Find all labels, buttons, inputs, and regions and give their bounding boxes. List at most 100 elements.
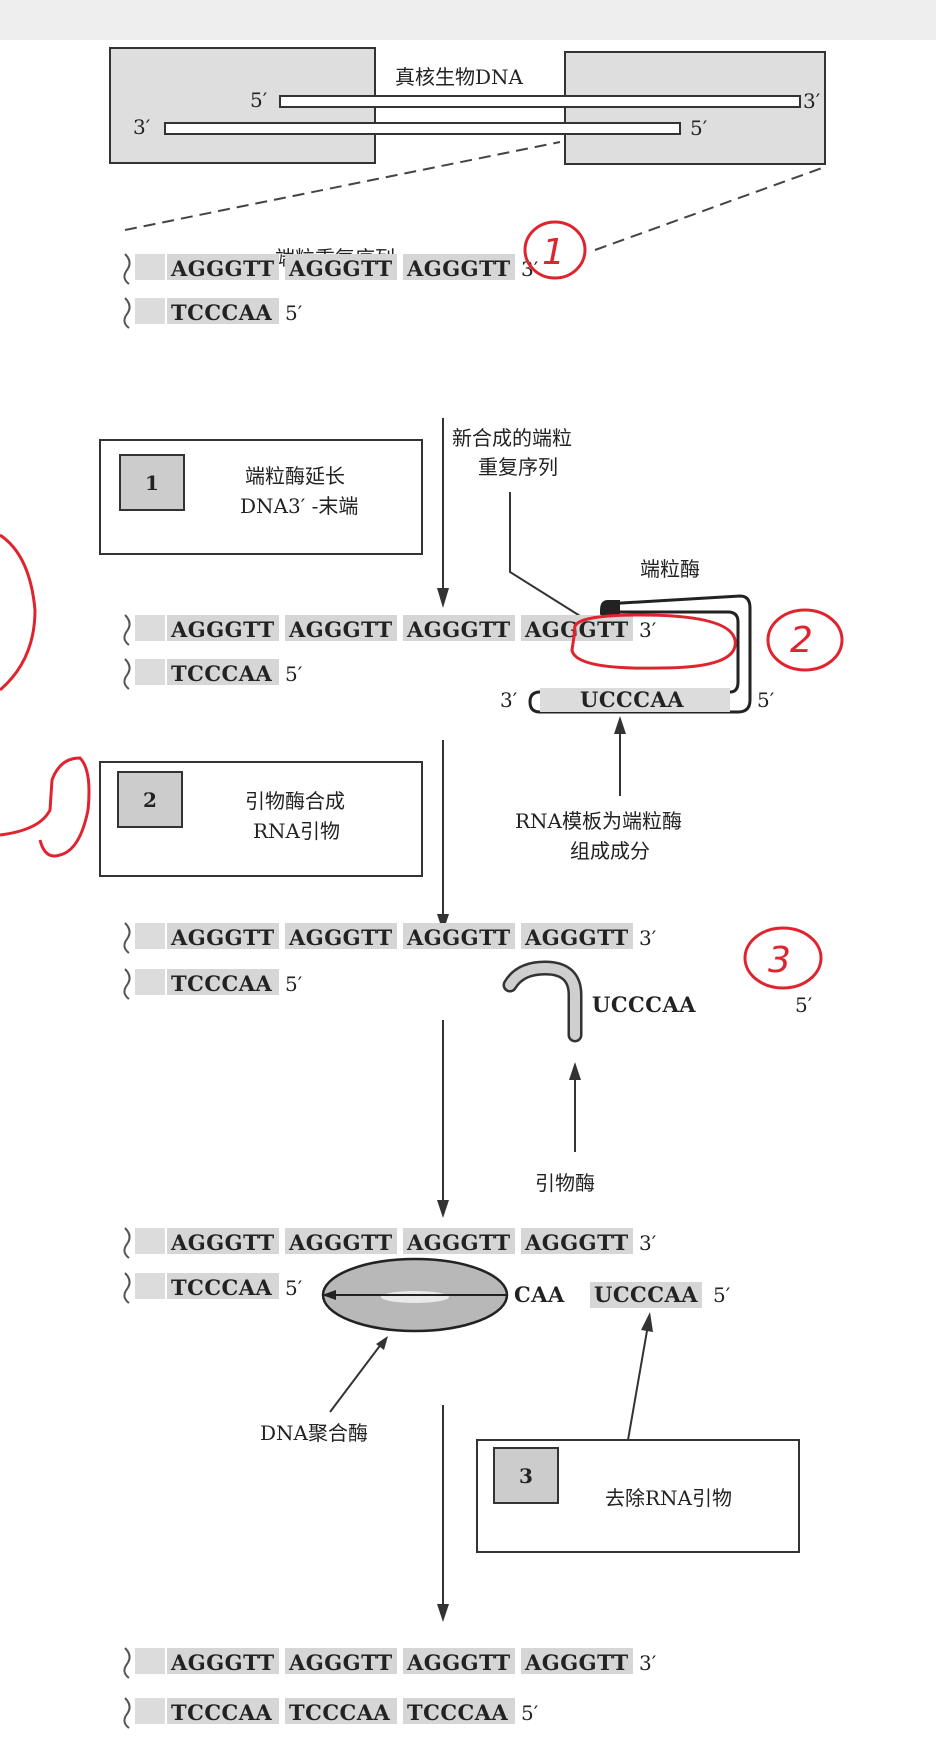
row2-top-unit: AGGGTT xyxy=(288,617,393,642)
row4-top-leader xyxy=(135,1228,165,1254)
row1-bot-unit-bg xyxy=(167,298,279,324)
row1-top-unit-bg xyxy=(167,254,279,280)
row3-top-unit: AGGGTT xyxy=(288,925,393,950)
row5-bot-unit: TCCCAA xyxy=(289,1700,391,1725)
rna-primer-seq-2: UCCCAA xyxy=(594,1282,698,1307)
row3-top-unit-bg xyxy=(167,923,279,949)
row4-top-unit: AGGGTT xyxy=(170,1230,275,1255)
step-3-line1: 去除RNA引物 xyxy=(605,1486,732,1510)
step-2-line1: 引物酶合成 xyxy=(245,789,345,813)
row4-bot-unit: TCCCAA xyxy=(171,1275,273,1300)
row2-top-unit-bg xyxy=(167,615,279,641)
row3-top-leader xyxy=(135,923,165,949)
step-1-number: 1 xyxy=(145,471,159,495)
row1-top-unit: AGGGTT xyxy=(288,256,393,281)
row3-top-end: 3′ xyxy=(639,926,657,950)
row4-bot-break-mark xyxy=(123,1272,131,1304)
polymerase-pointer xyxy=(329,1342,383,1413)
new-repeat-label-1: 新合成的端粒 xyxy=(452,426,572,450)
row3-top-break-mark xyxy=(123,922,131,954)
scribble-left-bottom xyxy=(0,756,91,858)
top-strand-5-label: 5′ xyxy=(250,88,268,112)
row3-top-unit: AGGGTT xyxy=(406,925,511,950)
bottom-strand-3-label: 3′ xyxy=(133,115,151,139)
row1-bot-end: 5′ xyxy=(285,301,303,325)
dna-polymerase-enzyme xyxy=(321,1257,509,1333)
row4-end-5: 5′ xyxy=(713,1283,731,1307)
row3-bot-break-mark xyxy=(123,968,131,1000)
row3-bot-unit-bg xyxy=(167,969,279,995)
row4-top-unit-bg xyxy=(285,1228,397,1254)
row4-top-unit: AGGGTT xyxy=(288,1230,393,1255)
row2-top-unit: AGGGTT xyxy=(170,617,275,642)
primer-removal-arrow xyxy=(627,1324,649,1441)
annotation-circle-2 xyxy=(766,608,844,672)
handwritten-annotations: 1 2 3 xyxy=(0,220,844,990)
row1-top-end: 3′ xyxy=(521,257,539,281)
row4-top-unit: AGGGTT xyxy=(406,1230,511,1255)
annotation-circle-3 xyxy=(743,926,823,990)
row5-top-leader xyxy=(135,1648,165,1674)
new-repeat-pointer xyxy=(509,492,597,627)
row1-top-unit: AGGGTT xyxy=(170,256,275,281)
bottom-strand-5-label: 5′ xyxy=(690,116,708,140)
row5-bot-leader xyxy=(135,1698,165,1724)
telomerase-label: 端粒酶 xyxy=(640,557,700,581)
row1-top-break-mark xyxy=(123,253,131,285)
row4-bot-end: 5′ xyxy=(285,1276,303,1300)
row3-bot-end: 5′ xyxy=(285,972,303,996)
row5-top-end: 3′ xyxy=(639,1651,657,1675)
row5-bot-end: 5′ xyxy=(521,1701,539,1725)
primase-label: 引物酶 xyxy=(535,1171,595,1195)
partial-seq: CAA xyxy=(514,1282,565,1307)
row2-top-leader xyxy=(135,615,165,641)
top-strand-3-label: 3′ xyxy=(803,89,821,113)
annotation-circle-1 xyxy=(523,220,587,280)
row2-bot-leader xyxy=(135,659,165,685)
telomerase-enzyme xyxy=(528,594,752,714)
step-2-line2: RNA引物 xyxy=(253,819,340,843)
highlight-oval xyxy=(570,613,737,670)
row2-top-break-mark xyxy=(123,614,131,646)
row4-top-end: 3′ xyxy=(639,1231,657,1255)
new-repeat-label-2: 重复序列 xyxy=(478,455,558,479)
row1-bot-leader xyxy=(135,298,165,324)
row3-bot-leader xyxy=(135,969,165,995)
rna-template-label-1: RNA模板为端粒酶 xyxy=(515,809,682,833)
step-3-number-box xyxy=(493,1447,559,1504)
rna-template-seq: UCCCAA xyxy=(580,687,684,712)
row5-bot-unit-bg xyxy=(167,1698,279,1724)
row5-top-unit: AGGGTT xyxy=(170,1650,275,1675)
row4-bot-unit-bg xyxy=(167,1273,279,1299)
rna-template-3-label: 3′ xyxy=(500,688,518,712)
dna-polymerase-label: DNA聚合酶 xyxy=(260,1421,368,1445)
row2-top-end: 3′ xyxy=(639,618,657,642)
row5-top-unit: AGGGTT xyxy=(288,1650,393,1675)
rna-template-label-2: 组成成分 xyxy=(570,839,650,863)
zoom-line-right xyxy=(594,167,823,251)
chromosome-title: 真核生物DNA xyxy=(395,65,524,89)
row4-top-unit-bg xyxy=(167,1228,279,1254)
row1-bot-unit: TCCCAA xyxy=(171,300,273,325)
row2-top-unit: AGGGTT xyxy=(406,617,511,642)
row5-top-unit-bg xyxy=(167,1648,279,1674)
step-2-number-box xyxy=(117,771,183,828)
step-1-line1: 端粒酶延长 xyxy=(245,464,345,488)
row1-top-unit: AGGGTT xyxy=(406,256,511,281)
row2-top-unit-bg xyxy=(521,615,633,641)
row4-top-unit-bg xyxy=(521,1228,633,1254)
annotation-1: 1 xyxy=(542,232,565,273)
seq-row-1-top: AGGGTT AGGGTT AGGGTT 3′ xyxy=(123,253,539,285)
rna-template-5-label: 5′ xyxy=(757,688,775,712)
step-2-number: 2 xyxy=(143,788,157,812)
row5-top-break-mark xyxy=(123,1647,131,1679)
row2-top-unit-bg xyxy=(285,615,397,641)
